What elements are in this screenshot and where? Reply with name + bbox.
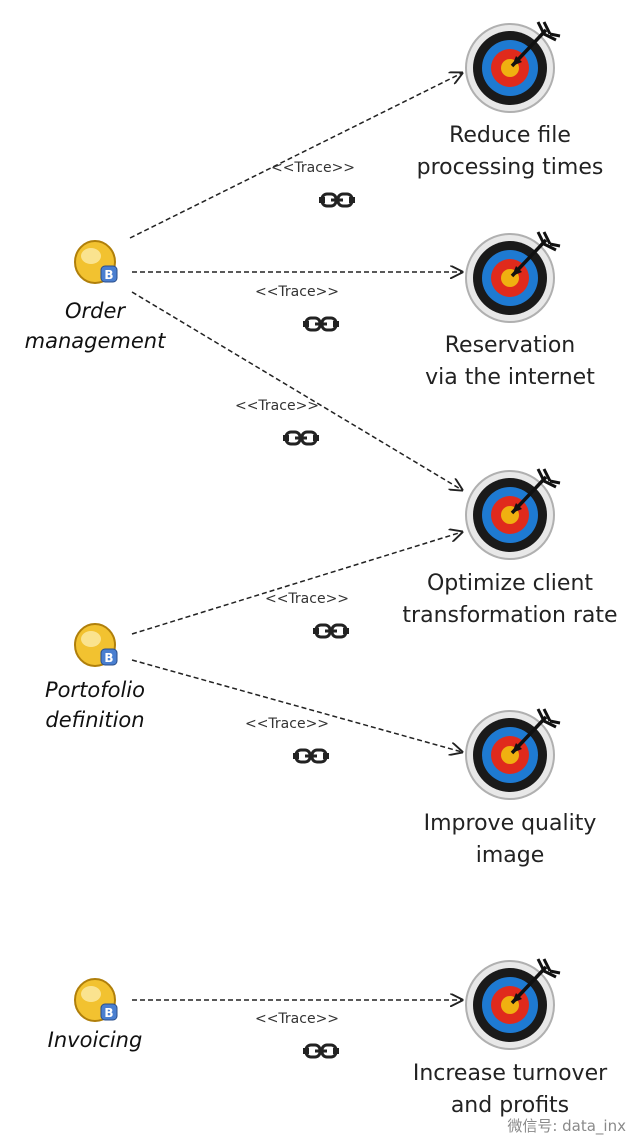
trace-label: <<Trace>>	[254, 284, 340, 300]
business-process-icon[interactable]: B	[74, 623, 118, 667]
goal-label: Improve quality image	[423, 811, 597, 868]
process-badge: B	[104, 1006, 113, 1020]
trace-label: <<Trace>>	[244, 716, 330, 732]
trace-label: <<Trace>>	[254, 1011, 340, 1027]
goal-label: Optimize client transformation rate	[402, 571, 618, 628]
chain-link-icon	[293, 748, 329, 764]
chain-link-icon	[313, 623, 349, 639]
chain-link-icon	[303, 316, 339, 332]
process-label: Order management	[24, 299, 166, 353]
target-goal-icon[interactable]	[465, 708, 561, 800]
goal-label: Reservation via the internet	[425, 333, 595, 390]
watermark: 微信号: data_inx	[507, 1117, 626, 1135]
goal-label: Increase turnover and profits	[412, 1061, 608, 1118]
target-goal-icon[interactable]	[465, 468, 561, 560]
chain-link-icon	[283, 430, 319, 446]
process-badge: B	[104, 651, 113, 665]
trace-connector	[129, 73, 462, 239]
trace-label: <<Trace>>	[234, 398, 320, 414]
trace-label: <<Trace>>	[264, 591, 350, 607]
trace-connector	[131, 532, 462, 635]
process-label: Portofolio definition	[45, 678, 145, 732]
process-badge: B	[104, 268, 113, 282]
target-goal-icon[interactable]	[465, 231, 561, 323]
business-process-icon[interactable]: B	[74, 240, 118, 284]
target-goal-icon[interactable]	[465, 958, 561, 1050]
trace-connector	[131, 659, 462, 752]
trace-label: <<Trace>>	[270, 160, 356, 176]
chain-link-icon	[303, 1043, 339, 1059]
chain-link-icon	[319, 192, 355, 208]
process-label: Invoicing	[47, 1028, 143, 1052]
goal-label: Reduce file processing times	[416, 123, 604, 180]
trace-connector	[131, 291, 462, 490]
target-goal-icon[interactable]	[465, 21, 561, 113]
business-process-icon[interactable]: B	[74, 978, 118, 1022]
